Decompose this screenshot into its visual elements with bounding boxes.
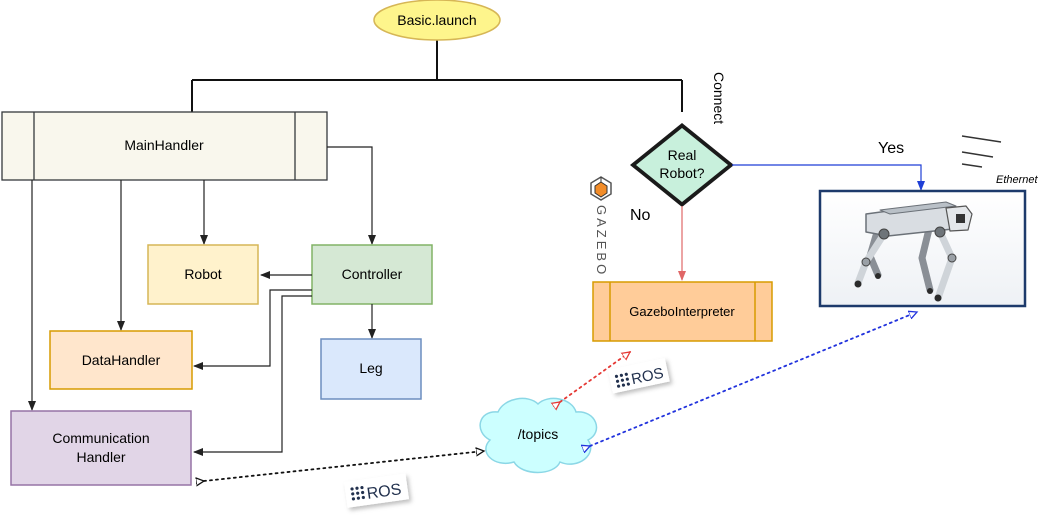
connect-edge-label: Connect <box>711 72 727 124</box>
communication-handler-label-line2: Handler <box>76 449 125 465</box>
data-handler-label: DataHandler <box>82 352 161 368</box>
gazebo-logo-text: GAZEBO <box>594 205 609 277</box>
main-handler-node[interactable]: MainHandler <box>1 111 328 181</box>
real-robot-image <box>818 189 1027 308</box>
data-handler-node[interactable]: DataHandler <box>49 330 193 390</box>
topics-cloud-label: /topics <box>518 426 558 442</box>
gazebo-interpreter-label: GazeboInterpreter <box>629 304 735 319</box>
main-handler-edges <box>28 146 376 411</box>
ethernet-speed-lines-icon <box>961 135 1002 168</box>
basic-launch-node[interactable]: Basic.launch <box>373 0 501 41</box>
robot-label: Robot <box>184 266 221 282</box>
ros-logo-upper: ROS <box>608 357 670 394</box>
ros-logo-lower-text: ROS <box>366 481 403 503</box>
ethernet-label: Ethernet <box>996 174 1039 186</box>
topics-cloud-node[interactable]: /topics <box>479 397 598 474</box>
basic-launch-label: Basic.launch <box>397 12 476 28</box>
yes-edge-label: Yes <box>878 140 904 157</box>
launch-tree-connector <box>191 40 683 112</box>
ros-dots-icon <box>350 485 365 501</box>
ros-logo-lower: ROS <box>344 473 410 508</box>
yes-edge <box>732 164 925 191</box>
gazebo-logo: GAZEBO <box>590 176 612 277</box>
ros-logo-upper-text: ROS <box>630 365 665 388</box>
quadruped-robot-icon <box>854 201 973 302</box>
controller-label: Controller <box>342 266 403 282</box>
decision-label-line2: Robot? <box>659 165 704 181</box>
robot-node[interactable]: Robot <box>147 244 259 305</box>
no-edge-label: No <box>630 207 651 224</box>
ros-links <box>204 312 917 481</box>
leg-label: Leg <box>359 360 382 376</box>
controller-node[interactable]: Controller <box>311 244 433 305</box>
real-robot-decision[interactable]: Real Robot? <box>630 123 734 207</box>
leg-node[interactable]: Leg <box>320 338 422 400</box>
communication-handler-node[interactable]: Communication Handler <box>10 410 192 486</box>
main-handler-label: MainHandler <box>124 137 204 153</box>
decision-label-line1: Real <box>668 147 697 163</box>
communication-handler-label-line1: Communication <box>52 430 149 446</box>
gazebo-interpreter-node[interactable]: GazeboInterpreter <box>592 281 773 342</box>
ros-dots-icon <box>614 372 630 388</box>
